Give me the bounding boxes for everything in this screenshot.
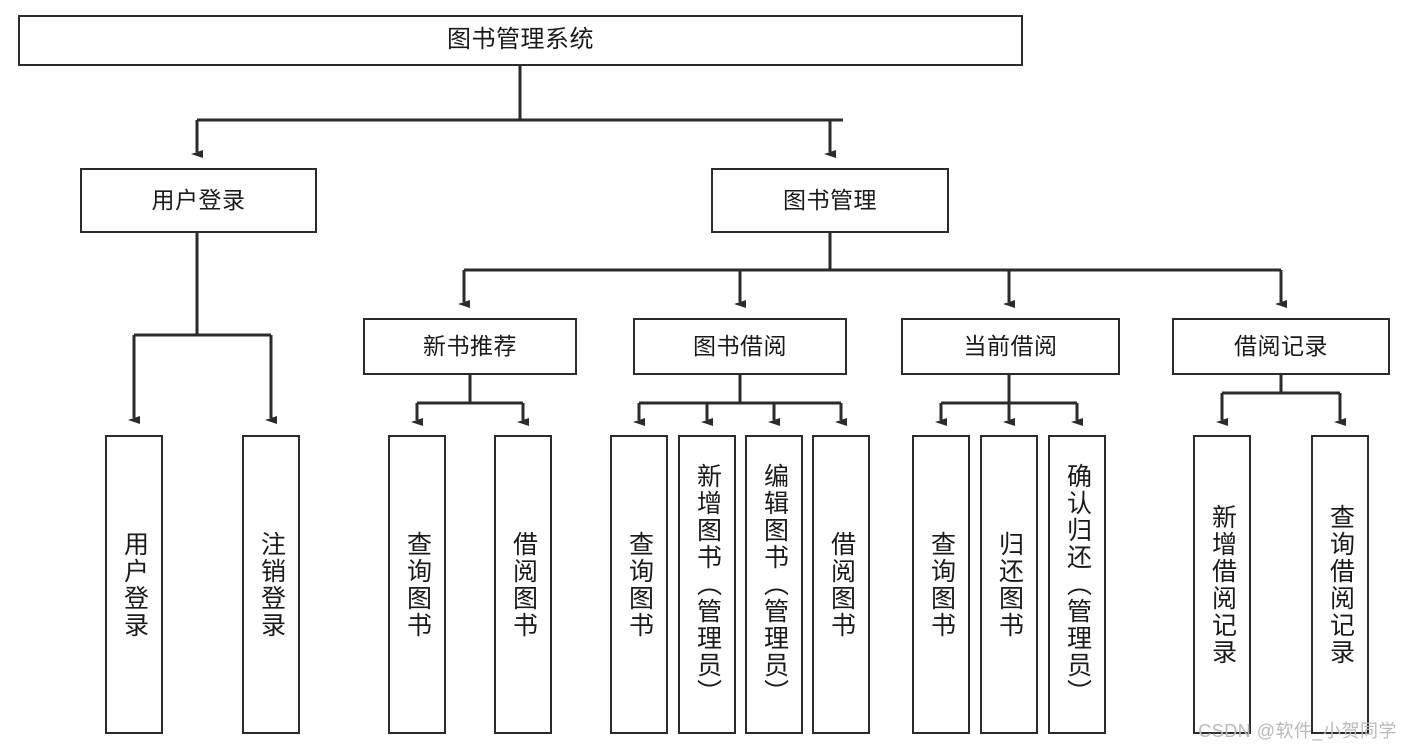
leaf-label: 归还图书 [995,530,1024,639]
leaf-book-borrow-add-book-admin[interactable]: 新增图书（管理员） [678,435,736,734]
node-new-book-recommend[interactable]: 新书推荐 [363,318,577,375]
leaf-label: 查询图书 [625,530,654,639]
node-label: 图书管理 [783,186,877,213]
leaf-new-book-borrow-book[interactable]: 借阅图书 [494,435,552,734]
watermark-text: CSDN @软件_小贺同学 [1198,721,1397,741]
leaf-new-book-query-book[interactable]: 查询图书 [388,435,446,734]
leaf-label: 注销登录 [257,530,286,639]
leaf-user-login-logout[interactable]: 注销登录 [242,435,300,734]
leaf-user-login-login[interactable]: 用户登录 [105,435,163,734]
leaf-current-borrow-return-book[interactable]: 归还图书 [980,435,1038,734]
leaf-book-borrow-query-book[interactable]: 查询图书 [610,435,668,734]
leaf-current-borrow-confirm-return-admin[interactable]: 确认归还（管理员） [1048,435,1106,734]
leaf-book-borrow-edit-book-admin[interactable]: 编辑图书（管理员） [745,435,803,734]
node-label: 新书推荐 [423,332,517,359]
node-borrow-record[interactable]: 借阅记录 [1172,318,1390,375]
leaf-borrow-record-add-record[interactable]: 新增借阅记录 [1193,435,1251,734]
node-label: 用户登录 [151,186,246,213]
node-label: 当前借阅 [963,332,1058,359]
node-label: 借阅记录 [1234,332,1328,359]
leaf-label: 查询借阅记录 [1326,503,1355,666]
leaf-label: 新增借阅记录 [1208,503,1237,666]
leaf-label: 新增图书（管理员） [693,463,722,706]
node-book-management[interactable]: 图书管理 [711,168,949,233]
leaf-label: 用户登录 [120,530,149,639]
node-book-borrow[interactable]: 图书借阅 [633,318,847,375]
leaf-label: 编辑图书（管理员） [760,463,789,706]
node-label: 图书借阅 [693,332,787,359]
node-root-book-management-system[interactable]: 图书管理系统 [18,15,1023,66]
node-label: 图书管理系统 [447,26,594,54]
leaf-label: 确认归还（管理员） [1063,463,1092,706]
leaf-current-borrow-query-book[interactable]: 查询图书 [912,435,970,734]
leaf-book-borrow-borrow-book[interactable]: 借阅图书 [812,435,870,734]
node-user-login[interactable]: 用户登录 [80,168,317,233]
leaf-borrow-record-query-record[interactable]: 查询借阅记录 [1311,435,1369,734]
leaf-label: 借阅图书 [509,530,538,639]
leaf-label: 查询图书 [927,530,956,639]
leaf-label: 查询图书 [403,530,432,639]
node-current-borrow[interactable]: 当前借阅 [901,318,1120,375]
leaf-label: 借阅图书 [827,530,856,639]
